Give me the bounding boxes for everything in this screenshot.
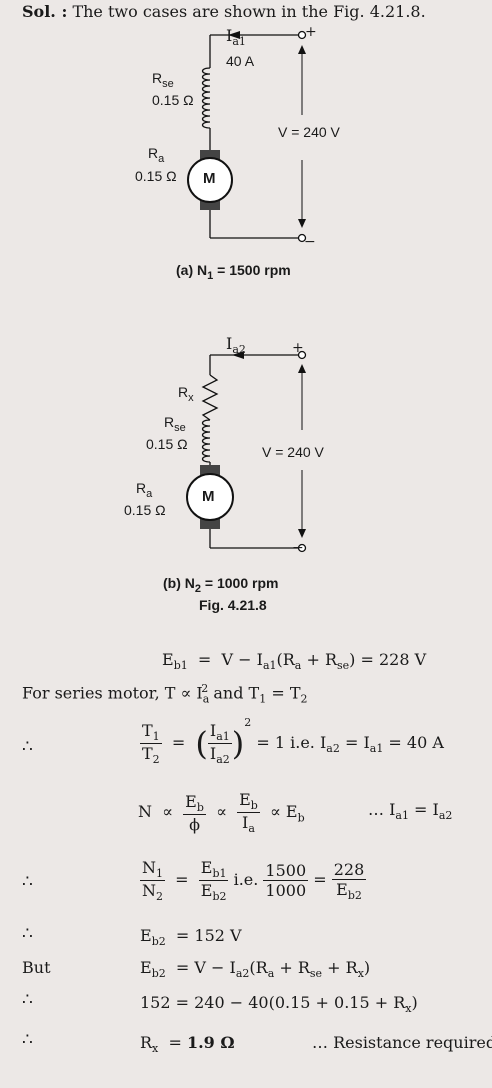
eq-current-equal-note: … Ia1 = Ia2: [368, 800, 453, 823]
but-label: But: [22, 958, 51, 977]
rse-value-b: 0.15 Ω: [146, 436, 188, 452]
eq-152: 152 = 240 − 40(0.15 + 0.15 + Rx): [140, 993, 418, 1016]
series-field-coil-b: [201, 419, 211, 463]
minus-terminal-a: −: [304, 234, 316, 250]
therefore-1: ∴: [22, 737, 33, 757]
armature-motor: [187, 150, 233, 210]
therefore-2: ∴: [22, 872, 33, 892]
series-motor-statement: For series motor, T ∝ Ia2 and T1 = T2: [22, 682, 308, 706]
armature-motor-b: [186, 465, 234, 529]
caption-b: (b) N2 = 1000 rpm: [163, 575, 279, 595]
sol-label: Sol. :: [22, 2, 68, 21]
figure-label: Fig. 4.21.8: [199, 597, 267, 613]
rse-value-a: 0.15 Ω: [152, 92, 194, 108]
solution-intro: Sol. : The two cases are shown in the Fi…: [22, 2, 426, 21]
ra-label-a: Ra: [148, 145, 165, 165]
ia1-label: Ia1: [226, 26, 246, 49]
therefore-3: ∴: [22, 924, 33, 944]
plus-terminal-a: +: [305, 24, 317, 40]
ra-value-a: 0.15 Ω: [135, 168, 177, 184]
rx-label: Rx: [178, 384, 194, 404]
current-label-a: 40 A: [226, 53, 255, 69]
ia2-label: Ia2: [226, 334, 246, 357]
eq-eb1: Eb1 = V − Ia1(Ra + Rse) = 228 V: [162, 650, 427, 673]
series-field-coil: [201, 67, 211, 129]
eq-eb2-expression: Eb2 = V − Ia2(Ra + Rse + Rx): [140, 958, 371, 981]
plus-terminal-b: +: [292, 340, 304, 356]
rx-note: … Resistance required: [312, 1033, 492, 1052]
eq-eb2-value: Eb2 = 152 V: [140, 926, 242, 949]
rse-label-b: Rse: [164, 414, 186, 434]
caption-a: (a) N1 = 1500 rpm: [176, 262, 291, 282]
minus-terminal-b: −: [292, 540, 304, 556]
therefore-5: ∴: [22, 1030, 33, 1050]
ra-value-b: 0.15 Ω: [124, 502, 166, 518]
therefore-4: ∴: [22, 990, 33, 1010]
eq-rx-result: Rx = 1.9 Ω: [140, 1033, 235, 1056]
rse-label-a: Rse: [152, 70, 174, 90]
sol-text: The two cases are shown in the Fig. 4.21…: [72, 2, 426, 21]
circuit-a: [187, 30, 307, 243]
ra-label-b: Ra: [136, 480, 153, 500]
resistor-rx: [201, 374, 219, 421]
circuit-b: [186, 350, 307, 553]
voltage-label-a: V = 240 V: [278, 124, 340, 140]
motor-label-b: M: [202, 488, 215, 505]
motor-label-a: M: [203, 170, 216, 187]
voltage-label-b: V = 240 V: [262, 444, 324, 460]
